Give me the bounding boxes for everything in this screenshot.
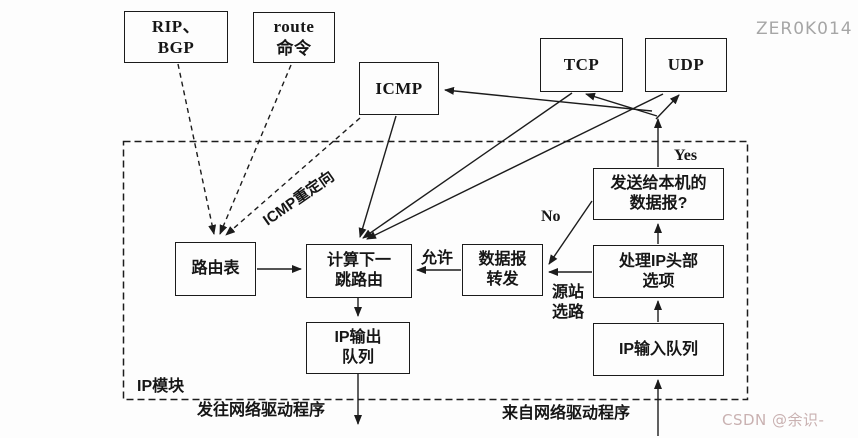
connector-junction-to-icmp bbox=[444, 86, 653, 112]
node-datagram-forward-line1: 数据报 bbox=[478, 251, 527, 268]
node-ip-output-queue: IP输出 队列 bbox=[306, 322, 410, 374]
node-next-hop-line1: 计算下一 bbox=[326, 252, 391, 269]
label-source-route-line1: 源站 bbox=[551, 284, 584, 301]
node-local-datagram-line1: 发送给本机的 bbox=[610, 175, 707, 192]
node-local-datagram-question: 发送给本机的 数据报? bbox=[593, 168, 724, 220]
node-icmp: ICMP bbox=[359, 62, 439, 115]
node-datagram-forward-line2: 转发 bbox=[486, 271, 519, 288]
caption-from-network-driver: 来自网络驱动程序 bbox=[502, 405, 631, 422]
node-route-command-line2: 命令 bbox=[276, 38, 312, 58]
node-ip-header-options-line1: 处理IP头部 bbox=[618, 252, 699, 270]
label-source-route-line2: 选路 bbox=[551, 304, 584, 321]
node-rip-bgp-line2: BGP bbox=[157, 38, 195, 57]
label-icmp-redirect: ICMP重定向 bbox=[260, 168, 338, 230]
node-datagram-forward: 数据报 转发 bbox=[462, 244, 543, 296]
connector-icmp-to-next-hop bbox=[358, 115, 397, 238]
node-routing-table-label: 路由表 bbox=[191, 260, 240, 277]
connector-junction-to-tcp bbox=[585, 92, 658, 117]
node-udp: UDP bbox=[645, 38, 727, 92]
node-ip-input-queue-label: IP输入队列 bbox=[618, 340, 699, 358]
node-udp-label: UDP bbox=[667, 55, 705, 75]
node-ip-header-options: 处理IP头部 选项 bbox=[593, 245, 724, 298]
node-rip-bgp-line1: RIP、 bbox=[151, 16, 201, 36]
node-next-hop: 计算下一 跳路由 bbox=[306, 244, 412, 298]
node-routing-table: 路由表 bbox=[175, 242, 256, 296]
label-yes: Yes bbox=[674, 147, 698, 164]
connector-icmp-redirect-to-routing-table bbox=[225, 117, 361, 236]
node-route-command-line1: route bbox=[273, 17, 315, 37]
node-ip-output-queue-line1: IP输出 bbox=[334, 329, 382, 346]
label-source-route: 源站 选路 bbox=[548, 283, 588, 323]
node-tcp-label: TCP bbox=[563, 55, 600, 75]
connector-junction-to-udp bbox=[655, 94, 680, 120]
node-icmp-label: ICMP bbox=[375, 78, 423, 98]
watermark-csdn: CSDN @余识- bbox=[722, 411, 825, 429]
node-ip-output-queue-line2: 队列 bbox=[341, 349, 374, 366]
node-next-hop-line2: 跳路由 bbox=[334, 272, 383, 289]
label-allow: 允许 bbox=[421, 250, 454, 267]
watermark-zer0k014: ZER0K014 bbox=[756, 19, 853, 39]
node-route-command: route 命令 bbox=[253, 12, 335, 63]
node-ip-header-options-line2: 选项 bbox=[642, 272, 675, 290]
connector-ripbgp-to-routing-table bbox=[177, 63, 217, 235]
node-ip-input-queue: IP输入队列 bbox=[593, 323, 724, 376]
node-tcp: TCP bbox=[540, 38, 623, 92]
node-rip-bgp: RIP、 BGP bbox=[124, 11, 228, 63]
node-local-datagram-line2: 数据报? bbox=[629, 195, 688, 212]
caption-to-network-driver: 发往网络驱动程序 bbox=[197, 402, 326, 419]
label-no: No bbox=[541, 208, 561, 225]
label-ip-module: IP模块 bbox=[137, 378, 185, 395]
